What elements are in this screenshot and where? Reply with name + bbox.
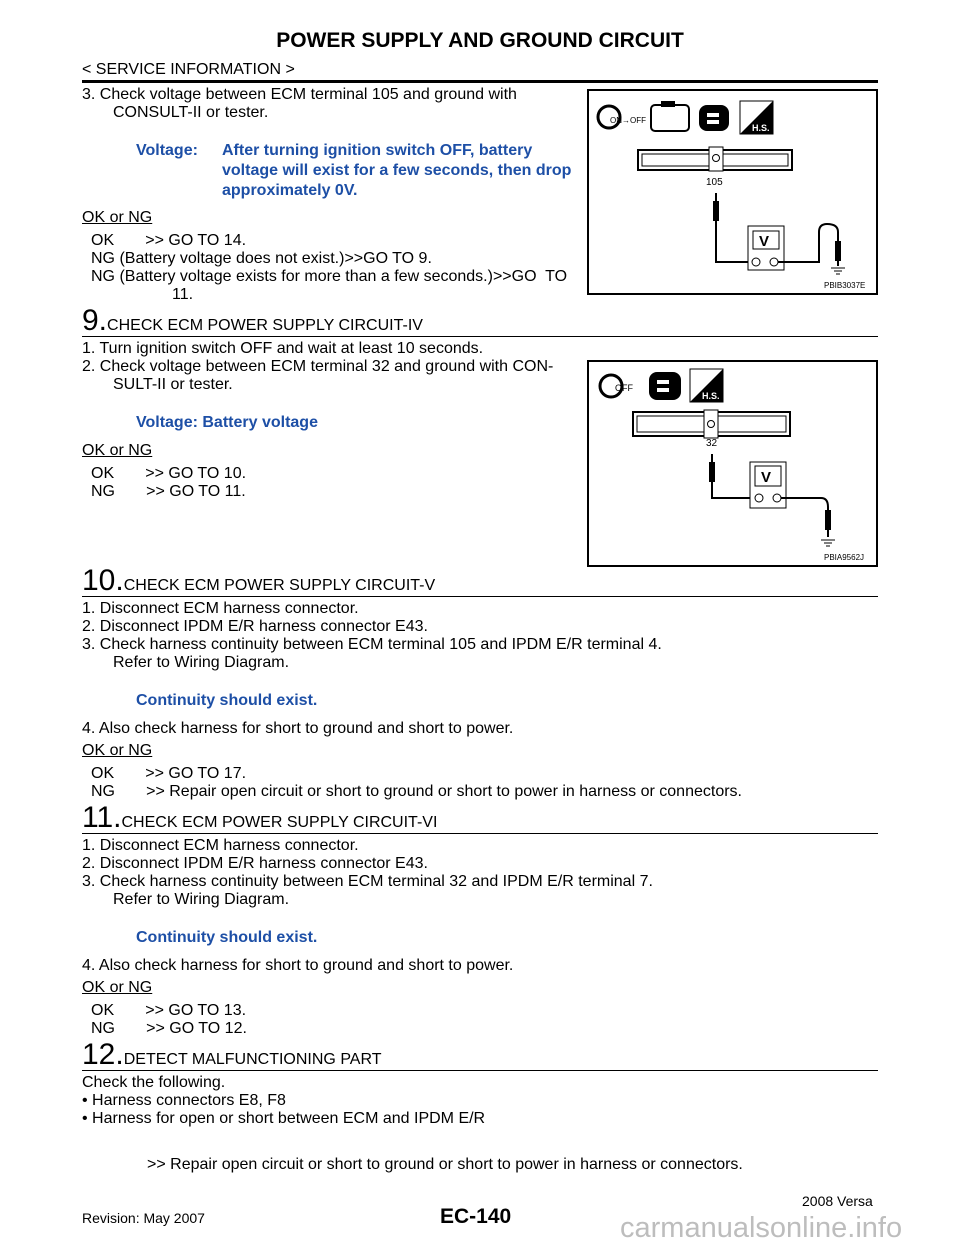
result-ng: NG >> GO TO 11. — [91, 483, 246, 500]
result: >> Repair open circuit or short to groun… — [147, 1156, 743, 1173]
ok-or-ng-label: OK or NG — [82, 979, 153, 996]
spec-value: Continuity should exist. — [136, 692, 318, 709]
step-text: 2. Disconnect IPDM E/R harness connector… — [82, 618, 428, 635]
step-text: 3. Check harness continuity between ECM … — [82, 873, 653, 890]
result-ng: NG (Battery voltage does not exist.)>>GO… — [91, 250, 432, 267]
harness-side-icon: H.S. — [689, 368, 724, 403]
step-number: 11. — [82, 801, 122, 834]
figure-voltage-check-32: OFF H.S. 32 V PBIA9562J — [587, 360, 878, 567]
spec-value: Voltage: Battery voltage — [136, 414, 318, 431]
result-ok: OK >> GO TO 14. — [91, 232, 247, 249]
spec-value: approximately 0V. — [222, 182, 358, 199]
step-11-heading: 11.CHECK ECM POWER SUPPLY CIRCUIT-VI — [82, 803, 437, 833]
ok-or-ng-label: OK or NG — [82, 442, 153, 459]
svg-text:V: V — [759, 233, 769, 250]
divider — [82, 1070, 878, 1071]
divider — [82, 336, 878, 337]
bullet-item: • Harness for open or short between ECM … — [82, 1110, 486, 1127]
voltmeter-icon: V — [747, 225, 785, 271]
switch-position-label: ON→OFF — [610, 116, 646, 125]
circuit-diagram: ON→OFF H.S. 105 V PBIB3037E — [596, 100, 865, 290]
figure-voltage-check-105: ON→OFF H.S. 105 V PBIB3037E — [587, 89, 878, 295]
ground-icon — [831, 267, 845, 275]
step-text: 1. Disconnect ECM harness connector. — [82, 600, 359, 617]
revision-date: Revision: May 2007 — [82, 1210, 205, 1226]
result-ng: NG >> GO TO 12. — [91, 1020, 247, 1037]
bullet-item: • Harness connectors E8, F8 — [82, 1092, 286, 1109]
step-title: DETECT MALFUNCTIONING PART — [123, 1051, 382, 1068]
step-title: CHECK ECM POWER SUPPLY CIRCUIT-V — [123, 577, 436, 594]
step-10-heading: 10.CHECK ECM POWER SUPPLY CIRCUIT-V — [82, 566, 435, 596]
step-number: 10. — [82, 564, 124, 597]
result-ng: NG >> Repair open circuit or short to gr… — [91, 783, 742, 800]
divider — [82, 596, 878, 597]
step-number: 9. — [82, 304, 108, 337]
step-title: CHECK ECM POWER SUPPLY CIRCUIT-VI — [121, 814, 438, 831]
svg-text:OFF: OFF — [615, 383, 633, 393]
page-number: EC-140 — [440, 1205, 512, 1228]
connector-icon — [632, 409, 791, 439]
terminal-label: 105 — [706, 177, 723, 188]
svg-text:H.S.: H.S. — [752, 123, 770, 133]
spec-value: Continuity should exist. — [136, 929, 318, 946]
figure-code: PBIA9562J — [824, 553, 864, 562]
ok-or-ng-label: OK or NG — [82, 742, 153, 759]
step-text: 3. Check harness continuity between ECM … — [82, 636, 662, 653]
ground-icon — [821, 539, 835, 547]
result-ok: OK >> GO TO 17. — [91, 765, 247, 782]
spec-label: Voltage: — [136, 142, 198, 159]
connector-disconnect-icon — [649, 372, 681, 400]
step-text: 3. Check voltage between ECM terminal 10… — [82, 86, 517, 103]
step-text: Refer to Wiring Diagram. — [113, 891, 290, 908]
result-ng: 11. — [172, 286, 194, 303]
ignition-switch-icon: ON→OFF — [596, 104, 646, 130]
step-text: Refer to Wiring Diagram. — [113, 654, 290, 671]
breadcrumb: < SERVICE INFORMATION > — [82, 61, 295, 78]
voltmeter-icon: V — [749, 461, 787, 509]
figure-code: PBIB3037E — [824, 281, 865, 290]
step-text: CONSULT-II or tester. — [113, 104, 269, 121]
svg-text:V: V — [761, 469, 771, 486]
step-text: 2. Disconnect IPDM E/R harness connector… — [82, 855, 428, 872]
step-text: 1. Disconnect ECM harness connector. — [82, 837, 359, 854]
step-text: 2. Check voltage between ECM terminal 32… — [82, 358, 554, 375]
step-text: 4. Also check harness for short to groun… — [82, 720, 514, 737]
svg-text:H.S.: H.S. — [702, 391, 720, 401]
ignition-switch-icon: OFF — [598, 373, 633, 399]
watermark: carmanualsonline.info — [620, 1212, 903, 1242]
step-9-heading: 9.CHECK ECM POWER SUPPLY CIRCUIT-IV — [82, 306, 423, 336]
step-12-heading: 12.DETECT MALFUNCTIONING PART — [82, 1040, 382, 1070]
header-rule — [82, 80, 878, 83]
step-text: 4. Also check harness for short to groun… — [82, 957, 514, 974]
step-text: SULT-II or tester. — [113, 376, 233, 393]
result-ng: NG (Battery voltage exists for more than… — [91, 268, 568, 285]
step-text: Check the following. — [82, 1074, 226, 1091]
spec-value: After turning ignition switch OFF, batte… — [222, 142, 533, 159]
step-text: 1. Turn ignition switch OFF and wait at … — [82, 340, 484, 357]
circuit-diagram: OFF H.S. 32 V PBIA9562J — [598, 368, 864, 562]
result-ok: OK >> GO TO 10. — [91, 465, 247, 482]
model-label: 2008 Versa — [802, 1193, 873, 1209]
connector-icon — [637, 146, 793, 172]
terminal-label: 32 — [706, 438, 718, 449]
spec-value: voltage will exist for a few seconds, th… — [222, 162, 572, 179]
step-title: CHECK ECM POWER SUPPLY CIRCUIT-IV — [107, 317, 423, 334]
result-ok: OK >> GO TO 13. — [91, 1002, 247, 1019]
engine-icon — [650, 101, 690, 132]
connector-disconnect-icon — [699, 105, 729, 131]
ok-or-ng-label: OK or NG — [82, 209, 153, 226]
step-number: 12. — [82, 1038, 124, 1071]
divider — [82, 833, 878, 834]
harness-side-icon: H.S. — [739, 100, 774, 135]
page-title: POWER SUPPLY AND GROUND CIRCUIT — [276, 29, 684, 52]
